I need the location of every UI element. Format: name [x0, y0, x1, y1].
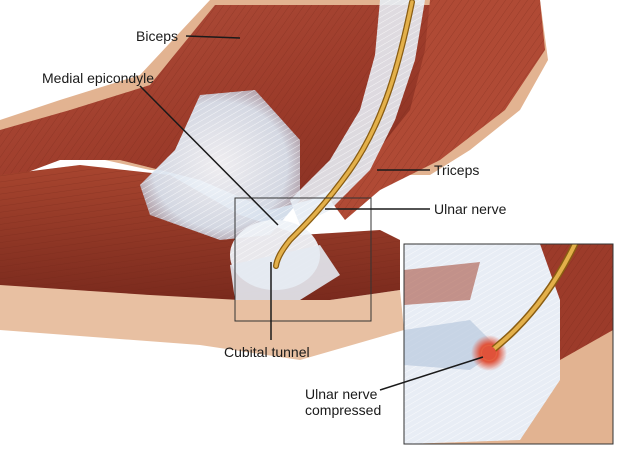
- inset-panel: [404, 244, 613, 444]
- ulnar-nerve-compressed-label: Ulnar nerve compressed: [305, 386, 381, 418]
- compressed-label-line-2: compressed: [305, 402, 381, 418]
- compressed-label-line-1: Ulnar nerve: [305, 386, 381, 402]
- triceps-label: Triceps: [434, 162, 479, 178]
- ulnar-nerve-label: Ulnar nerve: [434, 201, 506, 217]
- medial-epicondyle-label: Medial epicondyle: [42, 70, 154, 86]
- compression-site: [482, 346, 496, 360]
- cubital-tunnel-label: Cubital tunnel: [224, 344, 310, 360]
- biceps-label: Biceps: [136, 28, 178, 44]
